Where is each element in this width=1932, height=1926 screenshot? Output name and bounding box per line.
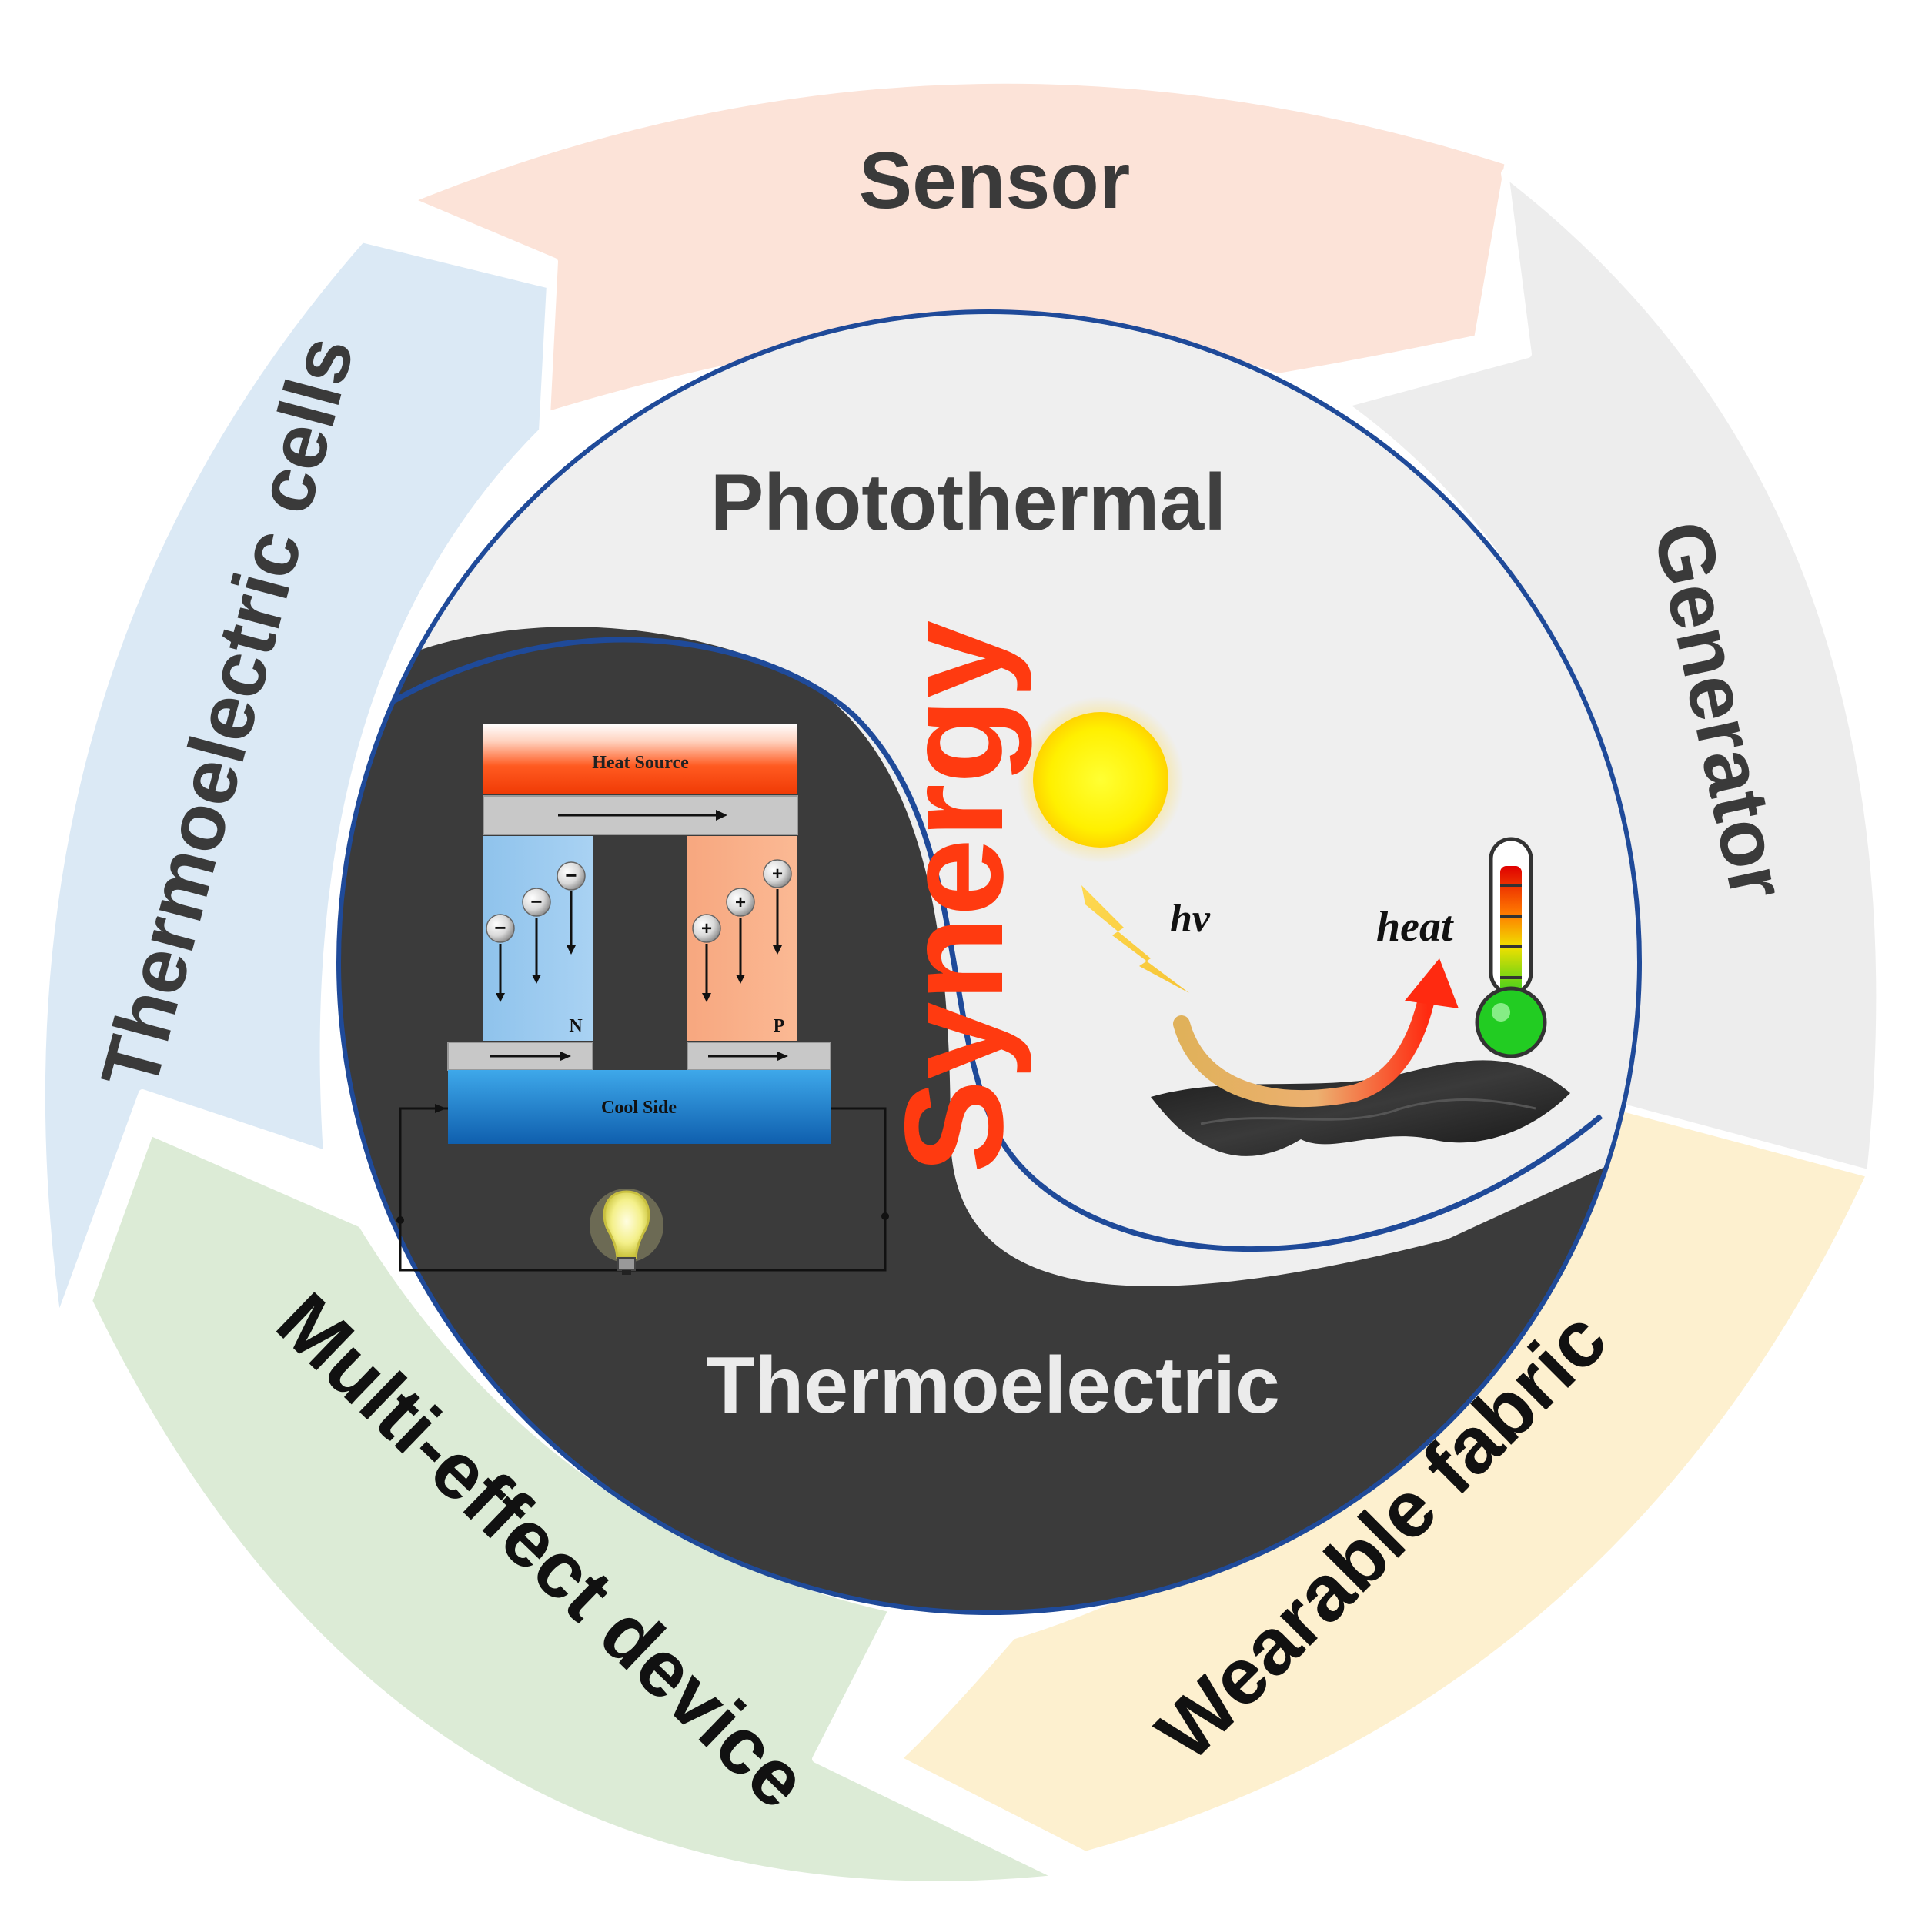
photothermal-title: Photothermal [710, 458, 1226, 547]
inner-circle [336, 309, 1642, 1615]
svg-text:−: − [530, 890, 542, 913]
electron-icon: − [557, 861, 586, 955]
electron-icon: − [486, 914, 515, 1002]
electron-icon: − [522, 888, 551, 984]
svg-text:−: − [565, 864, 577, 887]
svg-text:+: + [735, 892, 746, 913]
p-leg-label: P [774, 1016, 785, 1036]
n-electrons: − − − [486, 861, 586, 1002]
n-leg-label: N [569, 1016, 583, 1036]
light-bulb-icon [590, 1189, 663, 1275]
hv-label: hv [1170, 897, 1211, 941]
hole-icon: + [763, 859, 792, 955]
synergy-label: Synergy [875, 620, 1032, 1173]
thermoelectric-dark-region [339, 627, 1640, 1613]
heat-source-label: Heat Source [592, 753, 689, 773]
cool-side-block [448, 1070, 831, 1144]
fabric-sheet [1151, 1060, 1570, 1156]
yin-yang-divider [344, 637, 1603, 1252]
thermoelectric-title: Thermoelectric [706, 1341, 1280, 1430]
p-holes: + + + [692, 859, 792, 1002]
cool-side-label: Cool Side [601, 1098, 677, 1118]
thermoelectric-cells-segment [37, 235, 554, 1328]
svg-text:+: + [772, 864, 783, 884]
sun-icon [1033, 712, 1168, 848]
svg-text:−: − [494, 916, 506, 939]
fabric-fold [1200, 1098, 1536, 1125]
external-circuit [399, 1107, 887, 1272]
lightning-bolt-icon [1081, 885, 1189, 993]
inner-circle-outline [336, 309, 1642, 1615]
sensor-label: Sensor [859, 136, 1131, 226]
hole-icon: + [726, 888, 755, 984]
hole-icon: + [692, 914, 721, 1002]
heat-source-block [483, 724, 797, 794]
thermoelectric-device: Heat Source N P − − − [396, 724, 889, 1275]
thermometer-icon [1475, 837, 1547, 1058]
heat-label: heat [1376, 903, 1454, 951]
heat-arc-arrow [1173, 985, 1436, 1108]
svg-text:+: + [701, 918, 712, 939]
heat-arrow-head [1405, 958, 1459, 1008]
photothermal-illustration: hv heat [1018, 697, 1570, 1156]
